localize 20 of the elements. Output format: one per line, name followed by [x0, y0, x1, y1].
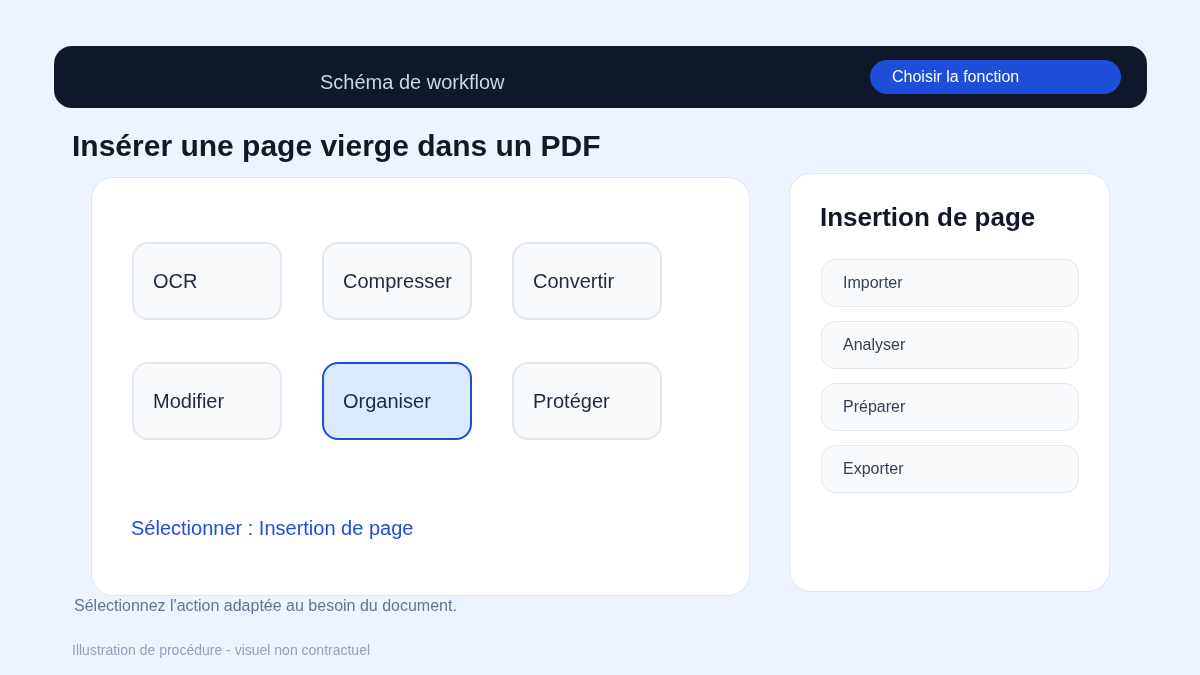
step-option: Préparer	[821, 383, 1079, 431]
panel-heading: Insertion de page	[820, 202, 1036, 232]
content-panel	[91, 177, 750, 596]
footnote-text: Illustration de procédure - visuel non contractuel	[72, 642, 371, 659]
function-option: Convertir	[512, 242, 662, 320]
page-title: Insérer une page vierge dans un PDF	[72, 128, 601, 164]
header-bar	[54, 46, 1147, 108]
content-panel	[789, 173, 1110, 592]
selected-function-option: Organiser	[322, 362, 472, 440]
function-option: Compresser	[322, 242, 472, 320]
caption-text: Sélectionnez l'action adaptée au besoin du document.	[74, 596, 457, 615]
function-option: Modifier	[132, 362, 282, 440]
step-option: Analyser	[821, 321, 1079, 369]
function-option: Protéger	[512, 362, 662, 440]
step-option: Exporter	[821, 445, 1079, 493]
selection-text: Sélectionner : Insertion de page	[131, 516, 414, 540]
choose-function-button: Choisir la fonction	[870, 60, 1121, 94]
function-option: OCR	[132, 242, 282, 320]
header-subtitle: Schéma de workflow	[320, 70, 505, 94]
step-option: Importer	[821, 259, 1079, 307]
